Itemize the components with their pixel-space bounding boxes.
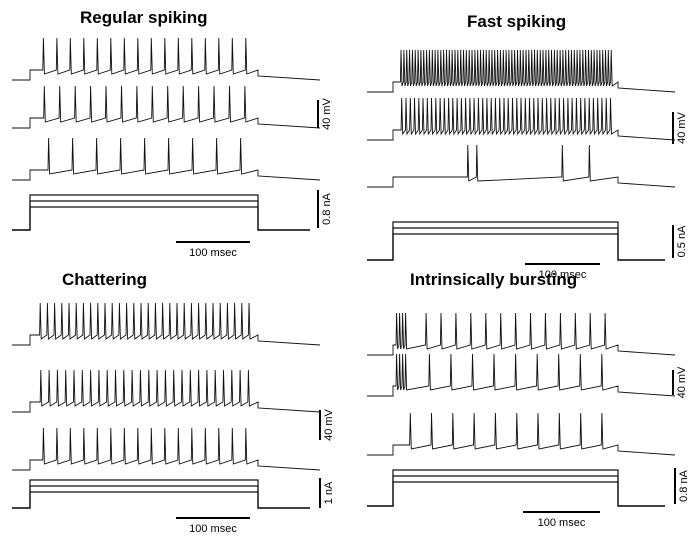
voltage-trace-3 <box>367 144 676 188</box>
current-scale-label: 1 nA <box>323 481 335 504</box>
voltage-scale-label: 40 mV <box>323 408 335 440</box>
voltage-trace-1 <box>367 49 676 93</box>
voltage-trace-2 <box>12 85 321 129</box>
voltage-scale-label: 40 mV <box>676 366 688 398</box>
panel-intrinsically-bursting: Intrinsically bursting 40 mV 0.8 nA 100 ms… <box>355 270 700 540</box>
current-step-2 <box>367 227 665 261</box>
current-step-1 <box>12 479 310 509</box>
panel-traces: 40 mV 1 nA 100 msec <box>12 302 335 535</box>
current-scale-label: 0.5 nA <box>676 225 688 257</box>
current-step-3 <box>367 233 665 261</box>
panel-title: Intrinsically bursting <box>410 270 578 289</box>
current-step-3 <box>12 206 310 231</box>
voltage-trace-1 <box>12 37 321 81</box>
panel-title: Fast spiking <box>467 12 567 31</box>
panel-fast-spiking: Fast spiking 40 mV 0.5 nA 100 msec <box>355 0 700 281</box>
time-scale-label: 100 msec <box>539 269 587 281</box>
voltage-trace-3 <box>367 412 676 456</box>
voltage-trace-1 <box>12 302 321 346</box>
voltage-trace-3 <box>12 137 321 181</box>
time-scale-label: 100 msec <box>189 247 237 259</box>
voltage-trace-1 <box>367 312 676 356</box>
voltage-trace-2 <box>367 353 676 397</box>
panel-regular-spiking: Regular spiking 40 mV 0.8 nA 100 msec <box>0 0 350 270</box>
panel-chattering: Chattering 40 mV 1 nA 100 msec <box>0 270 350 540</box>
voltage-trace-3 <box>12 427 321 471</box>
current-step-1 <box>12 194 310 231</box>
panel-traces: 40 mV 0.5 nA 100 msec <box>367 49 688 281</box>
current-scale-label: 0.8 nA <box>678 469 690 501</box>
time-scale-label: 100 msec <box>189 523 237 535</box>
current-step-3 <box>367 481 665 507</box>
current-step-2 <box>12 485 310 509</box>
panel-title: Regular spiking <box>80 8 208 27</box>
voltage-scale-label: 40 mV <box>321 97 333 129</box>
current-step-2 <box>12 200 310 231</box>
panel-title: Chattering <box>62 270 147 289</box>
panel-traces: 40 mV 0.8 nA 100 msec <box>367 312 690 529</box>
time-scale-label: 100 msec <box>538 517 586 529</box>
voltage-trace-2 <box>12 369 321 413</box>
voltage-scale-label: 40 mV <box>676 111 688 143</box>
voltage-trace-2 <box>367 97 676 141</box>
current-step-3 <box>12 491 310 509</box>
current-scale-label: 0.8 nA <box>321 192 333 224</box>
panel-traces: 40 mV 0.8 nA 100 msec <box>12 37 333 259</box>
current-step-2 <box>367 475 665 507</box>
